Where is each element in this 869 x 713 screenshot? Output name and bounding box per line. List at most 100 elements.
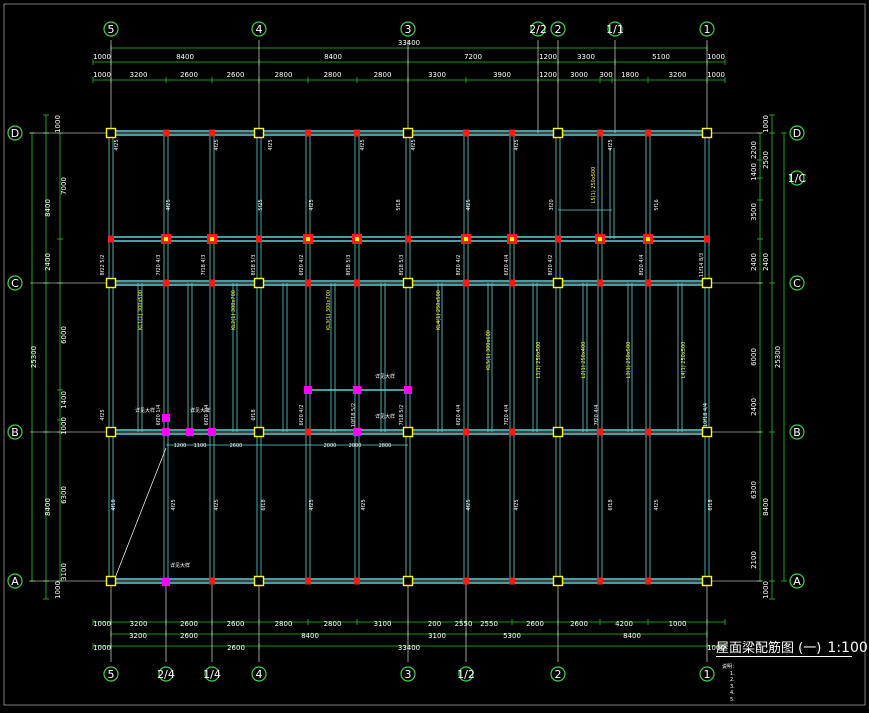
dim-text: 33400 (398, 644, 420, 652)
dim-text: 1000 (93, 53, 111, 61)
callout-text: 详见大样 (190, 407, 210, 414)
column-square (253, 127, 265, 139)
dim-text: 3200 (130, 620, 148, 628)
column-square (701, 426, 713, 438)
column-red (645, 428, 651, 436)
axis-bubble-left (7, 125, 23, 141)
drawing-title: 屋面梁配筋图 (一) 1:100 (716, 637, 868, 656)
column-square (552, 277, 564, 289)
beam-annotations: 4f254f254f255f254f254f254f255f184f254f25… (100, 139, 714, 569)
beam-label: 6f20 4/2 (299, 255, 305, 276)
axis-bubble-bottom (699, 666, 715, 682)
column-red (555, 235, 561, 243)
callout-text: 详见大样 (135, 407, 155, 414)
dim-text: 5300 (503, 632, 521, 640)
dim-text: 2600 (227, 644, 245, 652)
axis-bubble-top (251, 21, 267, 37)
beam-label: 4f25 (361, 499, 367, 510)
dim-text: 1000 (669, 620, 687, 628)
beam-label: 8f18 5/3 (399, 255, 405, 276)
beam-label: 4f25 (309, 499, 315, 510)
column-square (105, 277, 117, 289)
beam-label: 8f18 5/3 (346, 255, 352, 276)
dim-text: 1000 (93, 620, 111, 628)
dim-text: 3100 (60, 563, 68, 581)
dim-text: 2600 (180, 632, 198, 640)
column-square (552, 575, 564, 587)
beam-label: 5f25 (258, 199, 264, 210)
beam-label: 8f20 4/2 (456, 255, 462, 276)
beam-label: 6f20 4/2 (299, 405, 305, 426)
column-square (402, 127, 414, 139)
columns (105, 127, 713, 587)
beam-label: 4f25 (214, 139, 220, 150)
column-red (509, 129, 515, 137)
beam-label: 3f20 (549, 199, 555, 210)
column-magenta (404, 386, 412, 394)
beam-label: 4f25 (466, 199, 472, 210)
dim-text: 3100 (374, 620, 392, 628)
dim-text: 8400 (324, 53, 342, 61)
column-magenta (304, 386, 312, 394)
column-red (305, 577, 311, 585)
column-square (402, 575, 414, 587)
dim-text: 1400 (60, 391, 68, 409)
column-square (253, 426, 265, 438)
beam-label: 7f20 4/4 (504, 405, 510, 426)
dim-text: 6000 (60, 326, 68, 344)
dim-text: 1200 (539, 71, 557, 79)
column-square (253, 277, 265, 289)
beam-note-yellow: KL5(1) 300x600 (486, 330, 492, 370)
column-red (509, 577, 515, 585)
column-square (701, 575, 713, 587)
beam-label: 8f20 4/4 (639, 255, 645, 276)
column-red (509, 279, 515, 287)
beam-label: 5f18 (396, 199, 402, 210)
column-square (701, 277, 713, 289)
note-line: 说明： (722, 664, 738, 670)
column-red (305, 129, 311, 137)
axis-bubble-bottom-label: 4 (256, 668, 263, 681)
column-core (164, 237, 168, 241)
dim-text: 8400 (762, 498, 770, 516)
column-red (597, 279, 603, 287)
dim-text: 1000 (54, 115, 62, 133)
dimension-lines (29, 45, 787, 649)
axis-bubble-right (789, 573, 805, 589)
column-magenta (162, 578, 170, 586)
column-red (354, 279, 360, 287)
dim-text: 1800 (621, 71, 639, 79)
dim-text: 3100 (428, 632, 446, 640)
column-red (645, 279, 651, 287)
dim-text: 2800 (275, 71, 293, 79)
axis-bubble-right-label: D (793, 127, 801, 140)
dim-text: 2600 (526, 620, 544, 628)
beam-note-yellow: L3(1) 250x500 (626, 342, 632, 379)
axis-bubble-bottom-label: 1 (704, 668, 711, 681)
dim-text: 2600 (227, 620, 245, 628)
column-red (645, 129, 651, 137)
column-red (463, 129, 469, 137)
beam-label: 7f18 5/2 (399, 405, 405, 426)
column-red (354, 577, 360, 585)
beam-note-yellow: L1(1) 250x500 (536, 342, 542, 379)
beam-note-yellow: L2(1) 250x400 (581, 342, 587, 379)
axis-bubble-left-label: D (11, 127, 19, 140)
column-red (163, 279, 169, 287)
axis-bubble-top-label: 2 (555, 23, 562, 36)
beam-label: 7f20 4/4 (594, 405, 600, 426)
axis-bubble-right-label: C (793, 277, 801, 290)
dim-text: 300 (599, 71, 612, 79)
column-red (597, 577, 603, 585)
beam-label: 6f18 (708, 499, 714, 510)
axis-bubble-right-label: B (793, 426, 801, 439)
dim-text: 1400 (750, 163, 758, 181)
axis-bubble-bottom (204, 666, 220, 682)
dim-text: 3000 (570, 71, 588, 79)
beam-label: 4f25 (268, 139, 274, 150)
dim-text: 1000 (60, 417, 68, 435)
axis-bubble-bottom (251, 666, 267, 682)
beam-label: 4f25 (411, 139, 417, 150)
